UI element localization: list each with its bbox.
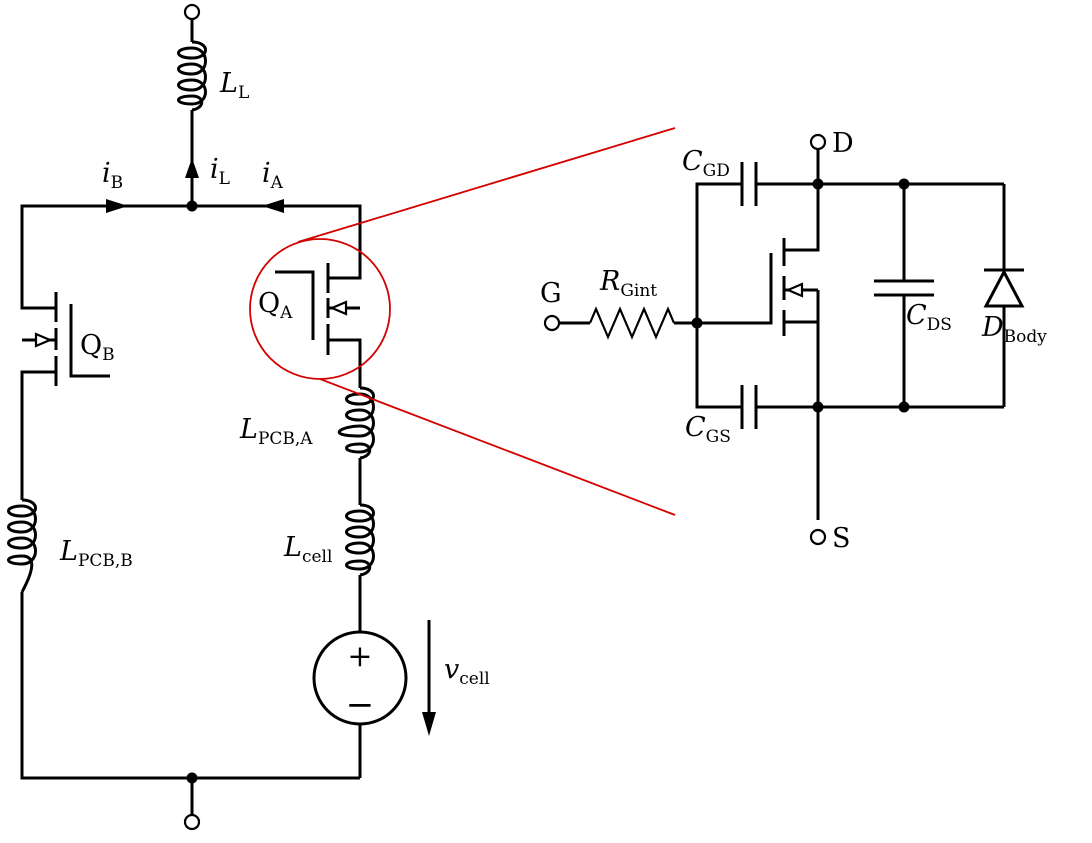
junction-source xyxy=(812,401,824,413)
label-CDS: CDS xyxy=(906,300,952,335)
wire-top-bus xyxy=(20,204,362,300)
label-iA: iA xyxy=(262,158,284,193)
zoom-line-bottom xyxy=(319,378,676,516)
diode-triangle xyxy=(983,268,1025,308)
qa-body-arrow xyxy=(329,300,348,316)
label-S: S xyxy=(832,523,851,554)
qa-source xyxy=(328,338,362,388)
label-RGint: RGint xyxy=(599,266,657,301)
label-Lcell: Lcell xyxy=(283,532,332,567)
qb-drain xyxy=(20,300,56,310)
inductor-LPCBA xyxy=(337,386,375,460)
source-terminal xyxy=(809,528,827,546)
label-iL: iL xyxy=(210,154,230,189)
drain-terminal xyxy=(809,133,827,151)
labels: LL iB iL iA QA QB LPCB,A LPCB,B Lcell vc… xyxy=(59,68,1047,725)
label-QA: QA xyxy=(258,288,293,323)
label-CGS: CGS xyxy=(685,412,731,447)
label-CGD: CGD xyxy=(682,146,730,181)
arrow-iL xyxy=(185,158,199,178)
wire-bottom-bus xyxy=(20,592,360,780)
label-LL: LL xyxy=(219,68,249,103)
qb-gate xyxy=(69,304,110,378)
inductor-LL xyxy=(177,40,207,112)
top-terminal xyxy=(183,3,201,21)
label-vcell: vcell xyxy=(444,654,490,689)
mosfet-QA xyxy=(275,263,362,388)
qa-gate xyxy=(275,270,315,340)
inductor-LPCBB xyxy=(7,498,37,593)
mosfet-parasitic-model xyxy=(543,133,1025,546)
gate-terminal xyxy=(543,314,561,332)
inductor-Lcell xyxy=(345,503,375,577)
label-iB: iB xyxy=(102,158,123,193)
qb-body-arrow xyxy=(34,332,53,348)
resistor-RGint xyxy=(588,306,676,340)
mos-body-arrow xyxy=(785,282,804,298)
vcell-arrow-head xyxy=(422,712,436,736)
source-minus: − xyxy=(346,685,375,725)
arrow-iB xyxy=(106,199,128,213)
label-D: D xyxy=(832,128,854,159)
label-LPCBB: LPCB,B xyxy=(59,536,133,571)
arrow-iA xyxy=(262,199,284,213)
junction-top xyxy=(186,200,198,212)
source-plus: + xyxy=(347,639,372,674)
zoom-line-top xyxy=(297,127,676,243)
mos-drain-link xyxy=(784,184,820,252)
wire-cgd-left xyxy=(695,182,742,318)
label-DBody: DBody xyxy=(981,312,1047,347)
label-G: G xyxy=(540,278,562,309)
wire-gate-inner xyxy=(697,253,773,325)
label-LPCBA: LPCB,A xyxy=(239,414,313,449)
half-bridge-circuit xyxy=(7,3,436,831)
label-QB: QB xyxy=(80,330,115,365)
wire-cgs-left xyxy=(695,323,742,409)
zoom-callout xyxy=(249,127,676,516)
qa-drain xyxy=(328,268,362,280)
bottom-terminal xyxy=(183,813,201,831)
mosfet-QB xyxy=(20,292,110,500)
qb-source xyxy=(20,370,56,500)
